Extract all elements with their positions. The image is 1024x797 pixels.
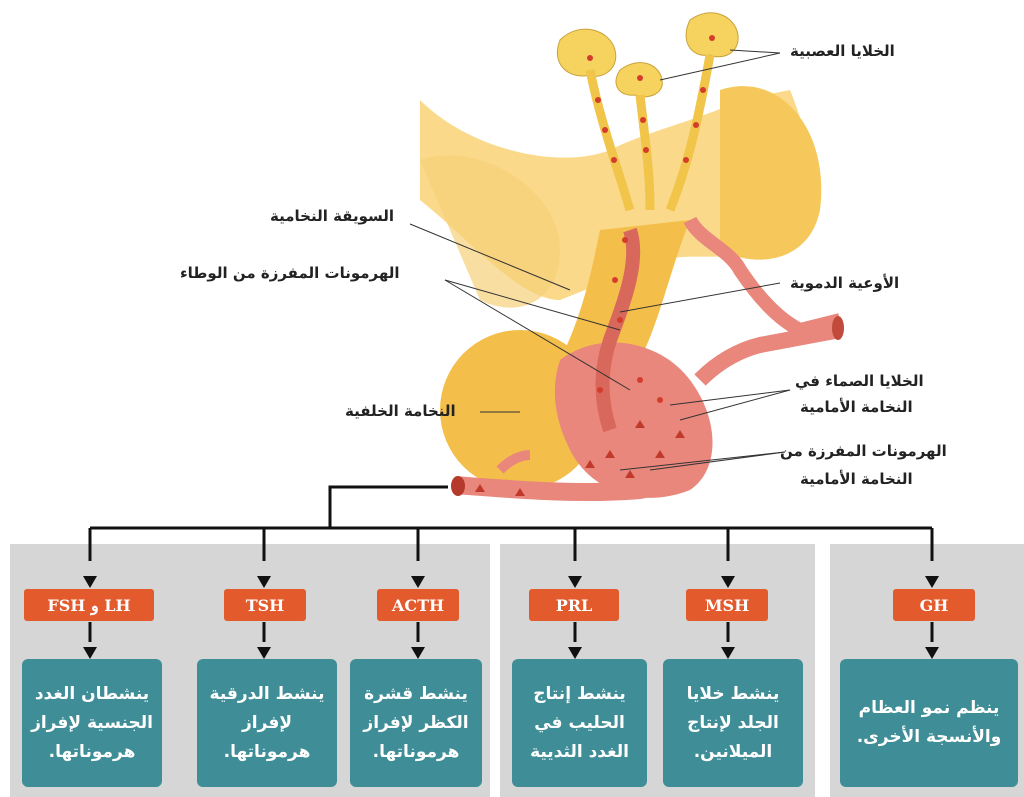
label-neurons: الخلايا العصبية <box>790 40 895 62</box>
label-anterior-hormones-line2: النخامة الأمامية <box>800 468 913 490</box>
hormone-badge-tsh: TSH <box>224 589 306 621</box>
hormone-badge-acth: ACTH <box>377 589 459 621</box>
hormone-badge-prl: PRL <box>529 589 619 621</box>
effect-box-tsh: ينشط الدرقية لإفراز هرموناتها. <box>197 659 337 787</box>
label-posterior-pituitary: النخامة الخلفية <box>345 400 456 422</box>
hormone-badge-lh-fsh: LH و FSH <box>24 589 154 621</box>
effect-box-lh-fsh: ينشطان الغدد الجنسية لإفراز هرموناتها. <box>22 659 162 787</box>
label-endocrine-cells-line2: النخامة الأمامية <box>800 396 913 418</box>
effect-box-prl: ينشط إنتاج الحليب في الغدد الثديية <box>512 659 647 787</box>
effect-box-gh: ينظم نمو العظام والأنسجة الأخرى. <box>840 659 1018 787</box>
effect-box-msh: ينشط خلايا الجلد لإنتاج الميلانين. <box>663 659 803 787</box>
hormone-badge-gh: GH <box>893 589 975 621</box>
hormone-badge-msh: MSH <box>686 589 768 621</box>
label-blood-vessels: الأوعية الدموية <box>790 272 899 294</box>
label-anterior-hormones-line1: الهرمونات المفرزة من <box>780 440 947 462</box>
label-endocrine-cells-line1: الخلايا الصماء في <box>795 370 924 392</box>
label-pituitary-stalk: السويقة النخامية <box>270 205 394 227</box>
effect-box-acth: ينشط قشرة الكظر لإفراز هرموناتها. <box>350 659 482 787</box>
label-hypothalamic-hormones: الهرمونات المفرزة من الوطاء <box>180 262 400 284</box>
